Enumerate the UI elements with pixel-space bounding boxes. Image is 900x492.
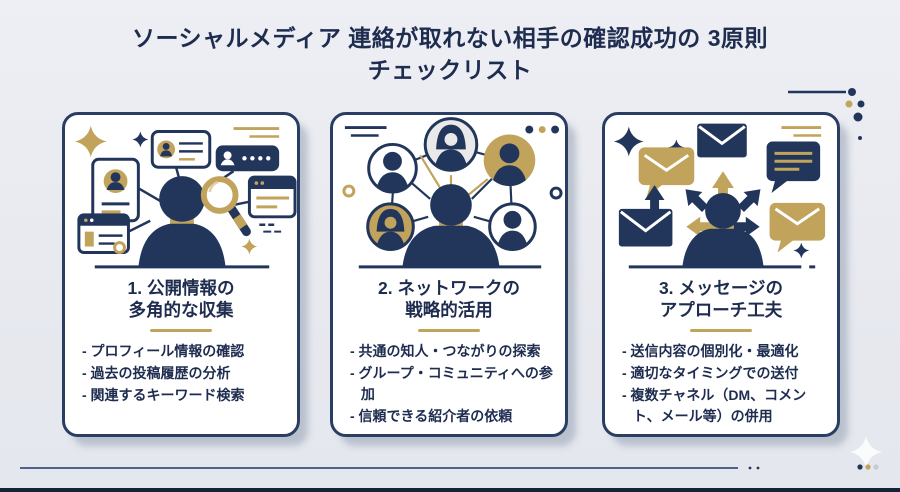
checklist-item: - プロフィール情報の確認 <box>82 343 245 359</box>
envelope-icon <box>618 208 673 247</box>
card-title-line1: 1. 公開情報の <box>127 278 235 298</box>
dot-icon <box>853 112 863 122</box>
gold-divider <box>150 329 212 332</box>
bottom-right-decoration <box>850 436 882 470</box>
illustration-messages <box>613 123 826 269</box>
card-title: 2. ネットワークの 戦略的活用 <box>333 277 565 321</box>
card-title-line2: 多角的な収集 <box>128 300 234 320</box>
checklist-item: - 適切なタイミングでの送付 <box>622 365 799 381</box>
gold-divider <box>690 329 752 332</box>
page-title: ソーシャルメディア 連絡が取れない相手の確認成功の 3原則 チェックリスト <box>0 22 900 86</box>
dot-icon <box>848 88 856 96</box>
magnifier-icon <box>200 176 251 237</box>
dot-icon <box>873 464 879 470</box>
card-messages: 3. メッセージの アプローチ工夫 - 送信内容の個別化・最適化 - 適切なタイ… <box>602 112 840 437</box>
dot-icon <box>865 464 871 470</box>
sparkle-icon <box>132 131 149 148</box>
dot-icon <box>858 136 862 140</box>
dot-icon <box>525 125 534 134</box>
dot-icon <box>748 466 752 470</box>
ring-icon <box>342 184 356 198</box>
footer-divider <box>20 467 738 469</box>
avatar-circle-icon <box>483 134 536 187</box>
browser-card-icon <box>77 213 130 254</box>
dot-icon <box>551 125 560 134</box>
browser-card-icon <box>247 175 297 219</box>
bottom-bar <box>0 488 900 492</box>
dot-icon <box>857 464 863 470</box>
message-bubble-text-icon <box>766 141 821 194</box>
sparkle-icon <box>74 125 107 158</box>
profile-card-icon <box>150 130 212 169</box>
card-title: 3. メッセージの アプローチ工夫 <box>605 277 837 321</box>
checklist: - 送信内容の個別化・最適化 - 適切なタイミングでの送付 - 複数チャネル（D… <box>605 341 837 427</box>
card-title-line1: 2. ネットワークの <box>378 278 520 298</box>
card-title-line2: アプローチ工夫 <box>659 300 783 320</box>
avatar-circle-icon <box>423 117 479 172</box>
ring-icon <box>113 241 126 254</box>
sparkle-icon <box>241 238 258 255</box>
card-title-line2: 戦略的活用 <box>405 300 493 320</box>
envelope-icon <box>697 123 747 158</box>
avatar-circle-icon <box>366 202 415 252</box>
checklist-item: - 複数チャネル（DM、コメント、メール等）の併用 <box>622 387 807 424</box>
arrow-icons <box>644 171 761 237</box>
page-title-line2: チェックリスト <box>367 57 533 83</box>
checklist-item: - グループ・コミュニティへの参加 <box>350 365 553 402</box>
sparkle-icon <box>850 436 882 468</box>
checklist-item: - 過去の投稿履歴の分析 <box>82 365 231 381</box>
dot-icon <box>845 100 853 108</box>
dot-icon <box>857 100 865 108</box>
dot-icon <box>538 126 546 134</box>
gold-divider <box>418 329 480 332</box>
page-title-line1: ソーシャルメディア 連絡が取れない相手の確認成功の 3原則 <box>131 25 768 51</box>
message-bubble-envelope-icon <box>769 202 826 253</box>
chat-badge-icon <box>215 145 280 172</box>
card-title-line1: 3. メッセージの <box>658 278 784 298</box>
footer-divider-dots <box>748 466 760 470</box>
sparkle-icon <box>668 139 685 156</box>
checklist: - プロフィール情報の確認 - 過去の投稿履歴の分析 - 関連するキーワード検索 <box>65 341 297 406</box>
card-public-info: 1. 公開情報の 多角的な収集 - プロフィール情報の確認 - 過去の投稿履歴の… <box>62 112 300 437</box>
checklist-item: - 関連するキーワード検索 <box>82 387 245 403</box>
avatar-circle-icon <box>488 202 537 252</box>
illustration-search-profiles <box>74 125 297 269</box>
illustration-network <box>342 117 563 269</box>
message-bubble-envelope-icon <box>638 147 695 197</box>
profile-card-icon <box>91 157 140 223</box>
ring-icon <box>549 186 563 200</box>
checklist: - 共通の知人・つながりの探索 - グループ・コミュニティへの参加 - 信頼でき… <box>333 341 565 427</box>
person-silhouette <box>138 176 226 268</box>
card-network: 2. ネットワークの 戦略的活用 - 共通の知人・つながりの探索 - グループ・… <box>330 112 568 437</box>
dot-icon <box>756 466 760 470</box>
card-title: 1. 公開情報の 多角的な収集 <box>65 277 297 321</box>
sparkle-icon <box>793 242 810 259</box>
sparkle-icon <box>613 126 644 157</box>
person-silhouette <box>682 193 764 268</box>
checklist-item: - 信頼できる紹介者の依頼 <box>350 408 513 424</box>
checklist-item: - 送信内容の個別化・最適化 <box>622 343 799 359</box>
avatar-circle-icon <box>367 142 418 194</box>
person-silhouette <box>402 184 500 268</box>
top-right-decoration <box>788 88 865 140</box>
checklist-item: - 共通の知人・つながりの探索 <box>350 343 541 359</box>
